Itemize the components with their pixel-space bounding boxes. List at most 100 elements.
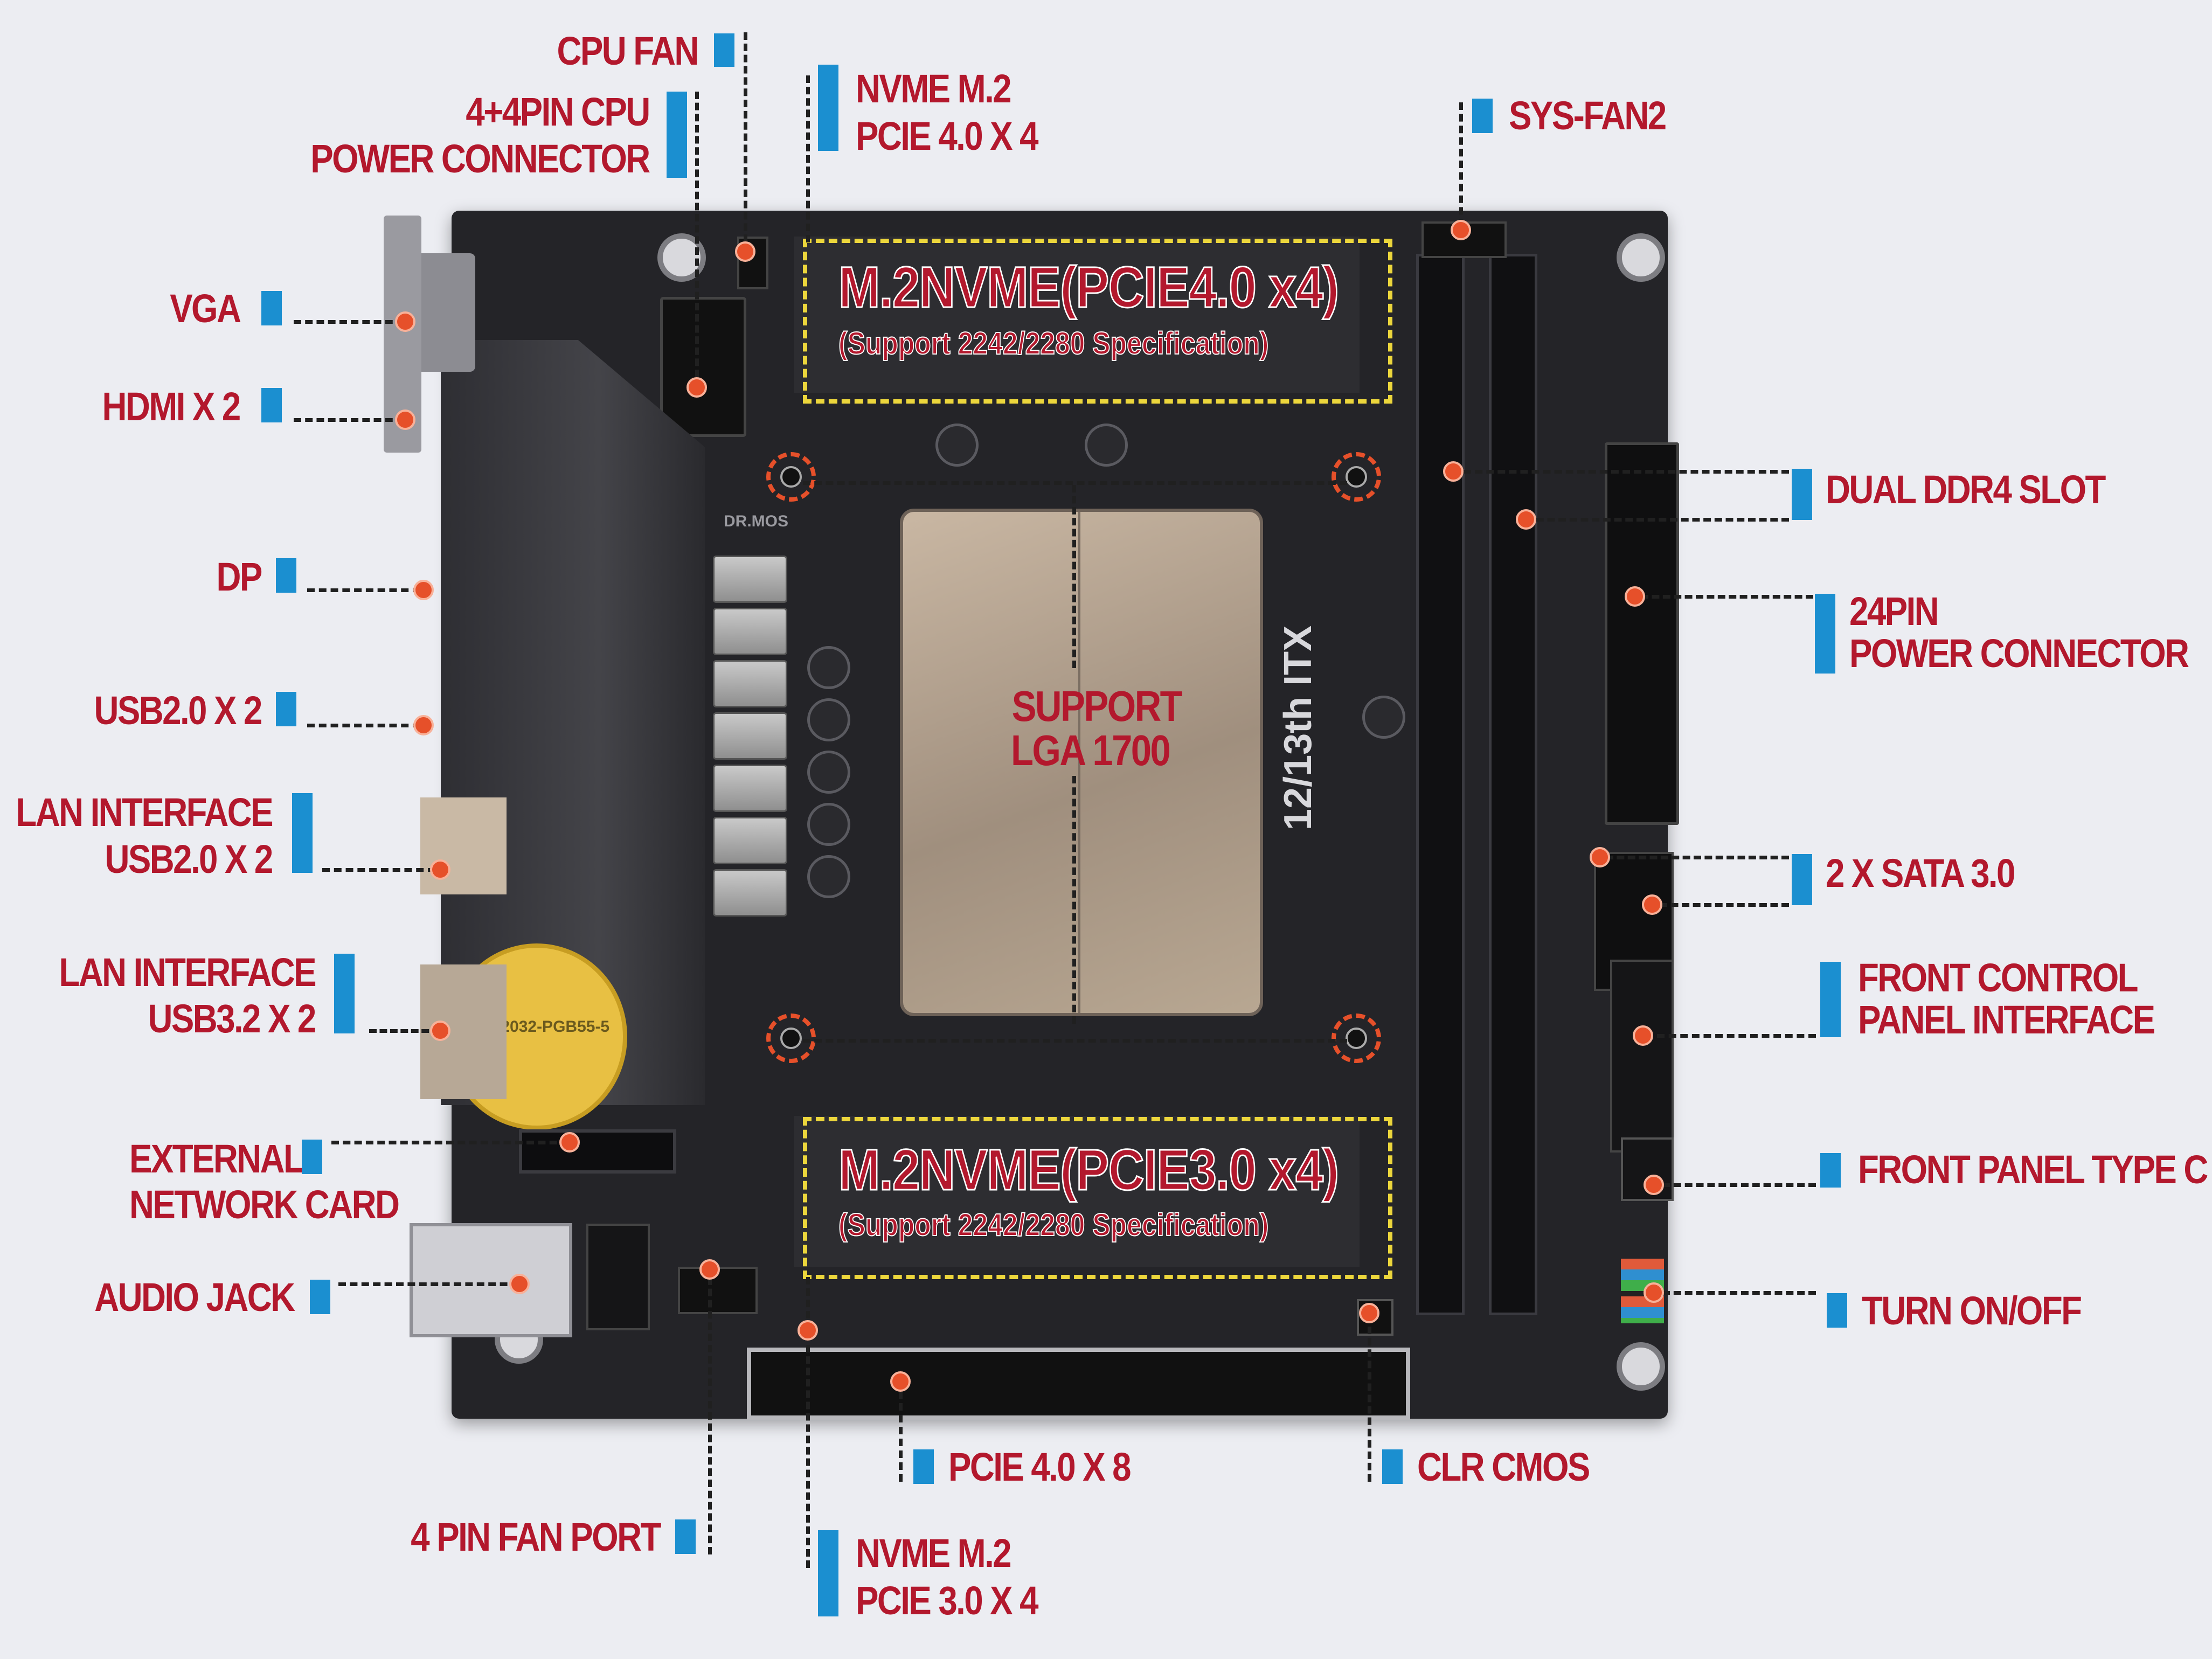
mount-hole xyxy=(1617,233,1665,282)
drmos-label: DR.MOS xyxy=(724,512,788,530)
label-typec: FRONT PANEL TYPE C xyxy=(1858,1147,2208,1192)
leader-sys-fan2 xyxy=(1459,102,1463,226)
leader-nvme-top xyxy=(806,75,810,242)
leader-clr-cmos xyxy=(1368,1304,1371,1482)
dot-pcie xyxy=(890,1371,911,1392)
leader-fpanel xyxy=(1657,1034,1816,1038)
audio-header xyxy=(586,1224,650,1330)
dot-ddr4-b xyxy=(1516,509,1536,530)
label-lan1-2: USB2.0 X 2 xyxy=(105,837,274,881)
marker-ext-nic xyxy=(302,1140,322,1174)
marker-typec xyxy=(1820,1153,1841,1188)
model-text: 12/13th ITX xyxy=(1277,625,1320,830)
leader-atx24 xyxy=(1641,595,1813,599)
leader-sata-b xyxy=(1660,903,1789,907)
dot-cpu-power xyxy=(687,377,707,398)
socket-mount-ring xyxy=(766,452,816,502)
capacitor xyxy=(807,855,850,898)
marker-clr-cmos xyxy=(1382,1449,1403,1484)
marker-sys-fan2 xyxy=(1472,99,1493,133)
dot-clr-cmos xyxy=(1359,1303,1379,1323)
socket-label-2: LGA 1700 xyxy=(1010,726,1171,774)
cpu-socket xyxy=(900,509,1263,1016)
audio-jack-block xyxy=(410,1223,572,1337)
m2-bottom-title: M.2NVME(PCIE3.0 x4) xyxy=(838,1136,1340,1203)
m2-top-subtitle: (Support 2242/2280 Specification) xyxy=(838,325,1269,362)
socket-label-1: SUPPORT xyxy=(1011,682,1183,730)
label-ext-nic-2: NETWORK CARD xyxy=(129,1182,400,1227)
leader-lan1 xyxy=(322,868,435,872)
dot-dp xyxy=(413,580,434,600)
leader-ddr4-a xyxy=(1452,470,1789,474)
lan-usb-port xyxy=(420,797,507,894)
marker-pcie xyxy=(913,1449,934,1484)
dot-cpu-fan xyxy=(735,241,755,262)
label-nvme-bot-2: PCIE 3.0 X 4 xyxy=(856,1578,1039,1623)
marker-atx24 xyxy=(1815,594,1835,674)
leader-vga xyxy=(294,320,404,324)
capacitor xyxy=(807,803,850,846)
dot-sata-b xyxy=(1642,894,1662,915)
cpu-power-connector xyxy=(660,297,746,437)
dot-ext-nic xyxy=(559,1132,580,1153)
m2-top-title: M.2NVME(PCIE4.0 x4) xyxy=(838,254,1340,321)
label-usb20: USB2.0 X 2 xyxy=(94,688,263,733)
marker-fan4 xyxy=(675,1519,696,1554)
label-pcie: PCIE 4.0 X 8 xyxy=(948,1445,1132,1489)
leader-ext-nic xyxy=(331,1141,568,1144)
leader-socket-bottom xyxy=(803,1039,1347,1043)
dot-sys-fan2 xyxy=(1451,220,1471,240)
leader-cpu-fan xyxy=(744,32,747,253)
leader-socket-top xyxy=(803,481,1347,485)
vrm-choke xyxy=(713,817,787,864)
label-atx24-2: POWER CONNECTOR xyxy=(1849,631,2189,676)
mount-hole xyxy=(1617,1342,1665,1391)
m2-slot-bottom xyxy=(794,1116,1360,1267)
m2-top-highlight xyxy=(803,239,1392,404)
dot-power-sw xyxy=(1644,1282,1664,1303)
dot-hdmi xyxy=(395,409,415,430)
dimm-slot-b xyxy=(1489,254,1537,1315)
dot-audio xyxy=(509,1274,530,1294)
leader-power-sw xyxy=(1662,1291,1816,1295)
dot-vga xyxy=(395,311,415,332)
motherboard: DR.MOS 12/13th ITX CR2032-PGB55-5 xyxy=(441,211,1679,1420)
label-sata: 2 X SATA 3.0 xyxy=(1826,851,2015,896)
marker-lan2 xyxy=(334,954,355,1033)
leader-cpu-power xyxy=(695,92,699,377)
dot-fpanel xyxy=(1633,1025,1653,1046)
label-atx24-1: 24PIN xyxy=(1849,589,1939,634)
marker-fpanel xyxy=(1820,962,1841,1037)
capacitor xyxy=(1085,424,1128,467)
leader-nvme-bot xyxy=(806,1277,810,1568)
marker-nvme-top xyxy=(818,65,838,151)
atx-24pin-connector xyxy=(1605,442,1679,825)
socket-mount-ring xyxy=(766,1014,816,1063)
label-nvme-top-1: NVME M.2 xyxy=(856,66,1012,111)
label-lan2-2: USB3.2 X 2 xyxy=(148,996,317,1041)
leader-lan2 xyxy=(369,1029,450,1033)
leader-dp xyxy=(307,588,420,592)
marker-nvme-bot xyxy=(818,1530,838,1616)
leader-hdmi xyxy=(294,418,404,422)
label-ddr4: DUAL DDR4 SLOT xyxy=(1826,467,2106,512)
capacitor xyxy=(1362,696,1405,739)
marker-cpu-power xyxy=(667,92,687,178)
capacitor xyxy=(807,646,850,689)
leader-typec xyxy=(1662,1183,1816,1187)
label-nvme-top-2: PCIE 4.0 X 4 xyxy=(856,114,1039,158)
m2-wifi-slot xyxy=(519,1129,676,1174)
dot-usb20 xyxy=(413,715,434,735)
label-audio: AUDIO JACK xyxy=(94,1275,295,1320)
capacitor xyxy=(935,424,979,467)
dot-lan1 xyxy=(430,859,450,880)
leader-socket-bottom-v xyxy=(1072,776,1076,1024)
marker-usb20 xyxy=(276,692,296,726)
leader-sata-a xyxy=(1606,856,1789,859)
marker-hdmi xyxy=(261,388,282,422)
leader-fan4 xyxy=(708,1266,712,1554)
label-nvme-bot-1: NVME M.2 xyxy=(856,1531,1012,1575)
m2-slot-top xyxy=(794,237,1360,393)
dot-ddr4-a xyxy=(1443,461,1464,482)
leader-pcie xyxy=(899,1379,903,1482)
